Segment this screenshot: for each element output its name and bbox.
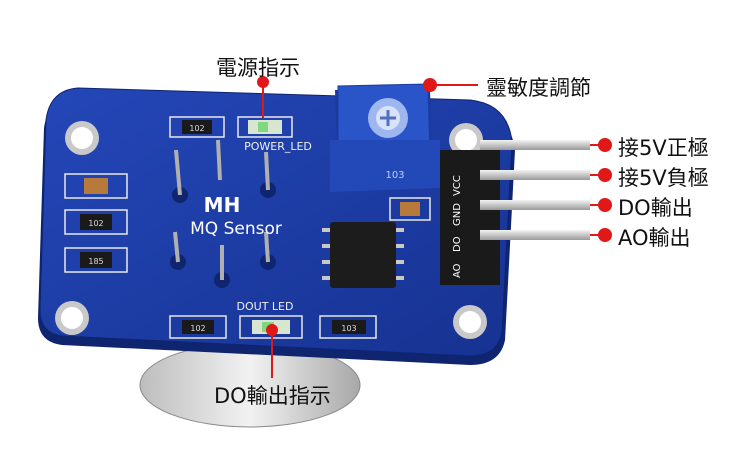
pot-code: 103 [385, 170, 404, 181]
label-do-output: DO輸出 [618, 196, 693, 220]
pin-label-gnd: GND [452, 203, 463, 226]
label-vcc-pin: 接5V正極 [618, 136, 709, 160]
board-brand: MH [204, 193, 241, 217]
label-ao-output: AO輸出 [618, 226, 691, 250]
label-do-indicator: DO輸出指示 [214, 384, 331, 408]
power-led-label: POWER_LED [244, 140, 312, 153]
power-led-area: 102 POWER_LED [169, 116, 312, 153]
pin-label-vcc: VCC [452, 175, 463, 196]
dout-led-label: DOUT LED [237, 300, 294, 313]
pin-label-ao: AO [452, 263, 463, 278]
annotation-pointers [257, 76, 612, 378]
resistor-code-0: 102 [189, 124, 204, 133]
label-power-indicator: 電源指示 [216, 56, 300, 80]
pin-label-do: DO [452, 236, 463, 252]
label-sensitivity-adjust: 靈敏度調節 [486, 76, 591, 100]
resistor-code-3: 185 [88, 257, 103, 266]
resistor-code-2: 102 [88, 219, 103, 228]
label-gnd-pin: 接5V負極 [618, 166, 709, 190]
board-model: MQ Sensor [190, 219, 282, 239]
left-components: 102 185 [64, 173, 128, 273]
mounting-holes [55, 121, 487, 339]
resistor-code-5: 103 [341, 324, 356, 333]
sensor-pins [170, 139, 276, 288]
resistor-code-4: 102 [190, 324, 205, 333]
pin-header: VCC GND DO AO [440, 140, 590, 285]
potentiometer[interactable]: 103 [330, 83, 440, 192]
ic-chip [322, 222, 404, 288]
